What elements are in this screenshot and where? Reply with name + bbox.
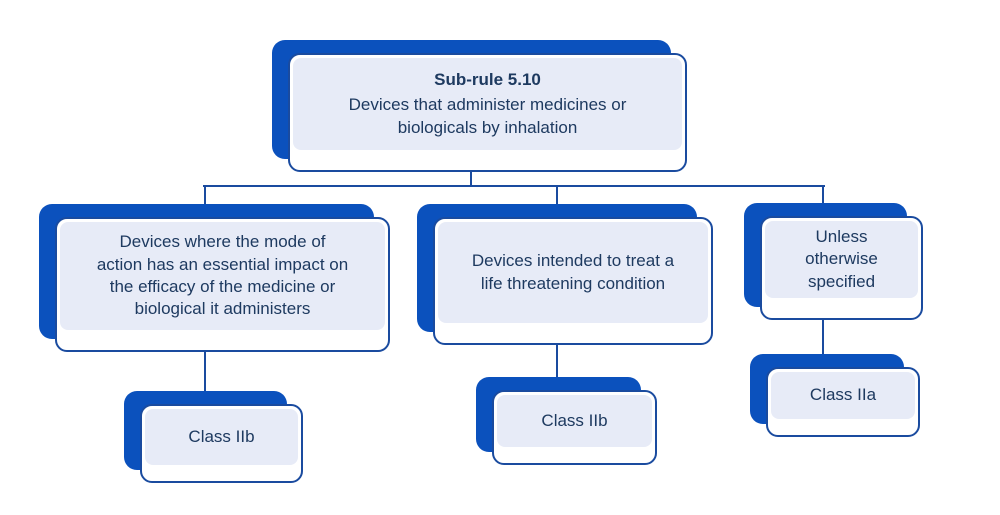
branch-3-condition: Unless otherwise specified <box>805 226 878 291</box>
node-fill: Unless otherwise specified <box>765 221 918 298</box>
connector-branch-2-to-class <box>556 343 558 392</box>
node-box: Class IIb <box>140 404 303 483</box>
node-class-branch-1: Class IIb <box>124 391 303 483</box>
connector-rail-to-branch-1 <box>204 186 206 218</box>
connector-root-stub <box>470 169 472 186</box>
node-fill: Class IIa <box>771 372 915 419</box>
connector-rail-to-branch-2 <box>556 186 558 219</box>
branch-3-classification: Class IIa <box>809 385 877 405</box>
connector-horizontal-rail <box>203 185 825 187</box>
connector-branch-1-to-class <box>204 350 206 406</box>
node-fill: Devices intended to treat a life threate… <box>438 222 708 323</box>
connector-branch-3-to-class <box>822 318 824 369</box>
branch-2-condition: Devices intended to treat a life threate… <box>471 251 675 293</box>
node-fill: Class IIb <box>497 395 652 447</box>
node-box: Class IIa <box>766 367 920 437</box>
branch-1-classification: Class IIb <box>188 426 255 446</box>
branch-2-classification: Class IIb <box>541 410 608 430</box>
node-box: Devices intended to treat a life threate… <box>433 217 713 345</box>
node-box: Devices where the mode of action has an … <box>55 217 390 352</box>
node-branch-3: Unless otherwise specified <box>744 203 923 320</box>
node-box: Class IIb <box>492 390 657 465</box>
node-branch-2: Devices intended to treat a life threate… <box>417 204 713 345</box>
root-description: Devices that administer medicines or bio… <box>348 95 627 137</box>
connector-rail-to-branch-3 <box>822 186 824 218</box>
node-box: Unless otherwise specified <box>760 216 923 320</box>
node-branch-1: Devices where the mode of action has an … <box>39 204 390 352</box>
node-root-sub-rule: Sub-rule 5.10 Devices that administer me… <box>272 40 687 172</box>
node-class-branch-3: Class IIa <box>750 354 920 437</box>
node-class-branch-2: Class IIb <box>476 377 657 465</box>
node-fill: Class IIb <box>145 409 298 465</box>
node-fill: Devices where the mode of action has an … <box>60 222 385 330</box>
node-fill: Sub-rule 5.10 Devices that administer me… <box>293 58 682 150</box>
root-title: Sub-rule 5.10 <box>434 69 541 89</box>
node-box: Sub-rule 5.10 Devices that administer me… <box>288 53 687 172</box>
branch-1-condition: Devices where the mode of action has an … <box>96 232 349 319</box>
